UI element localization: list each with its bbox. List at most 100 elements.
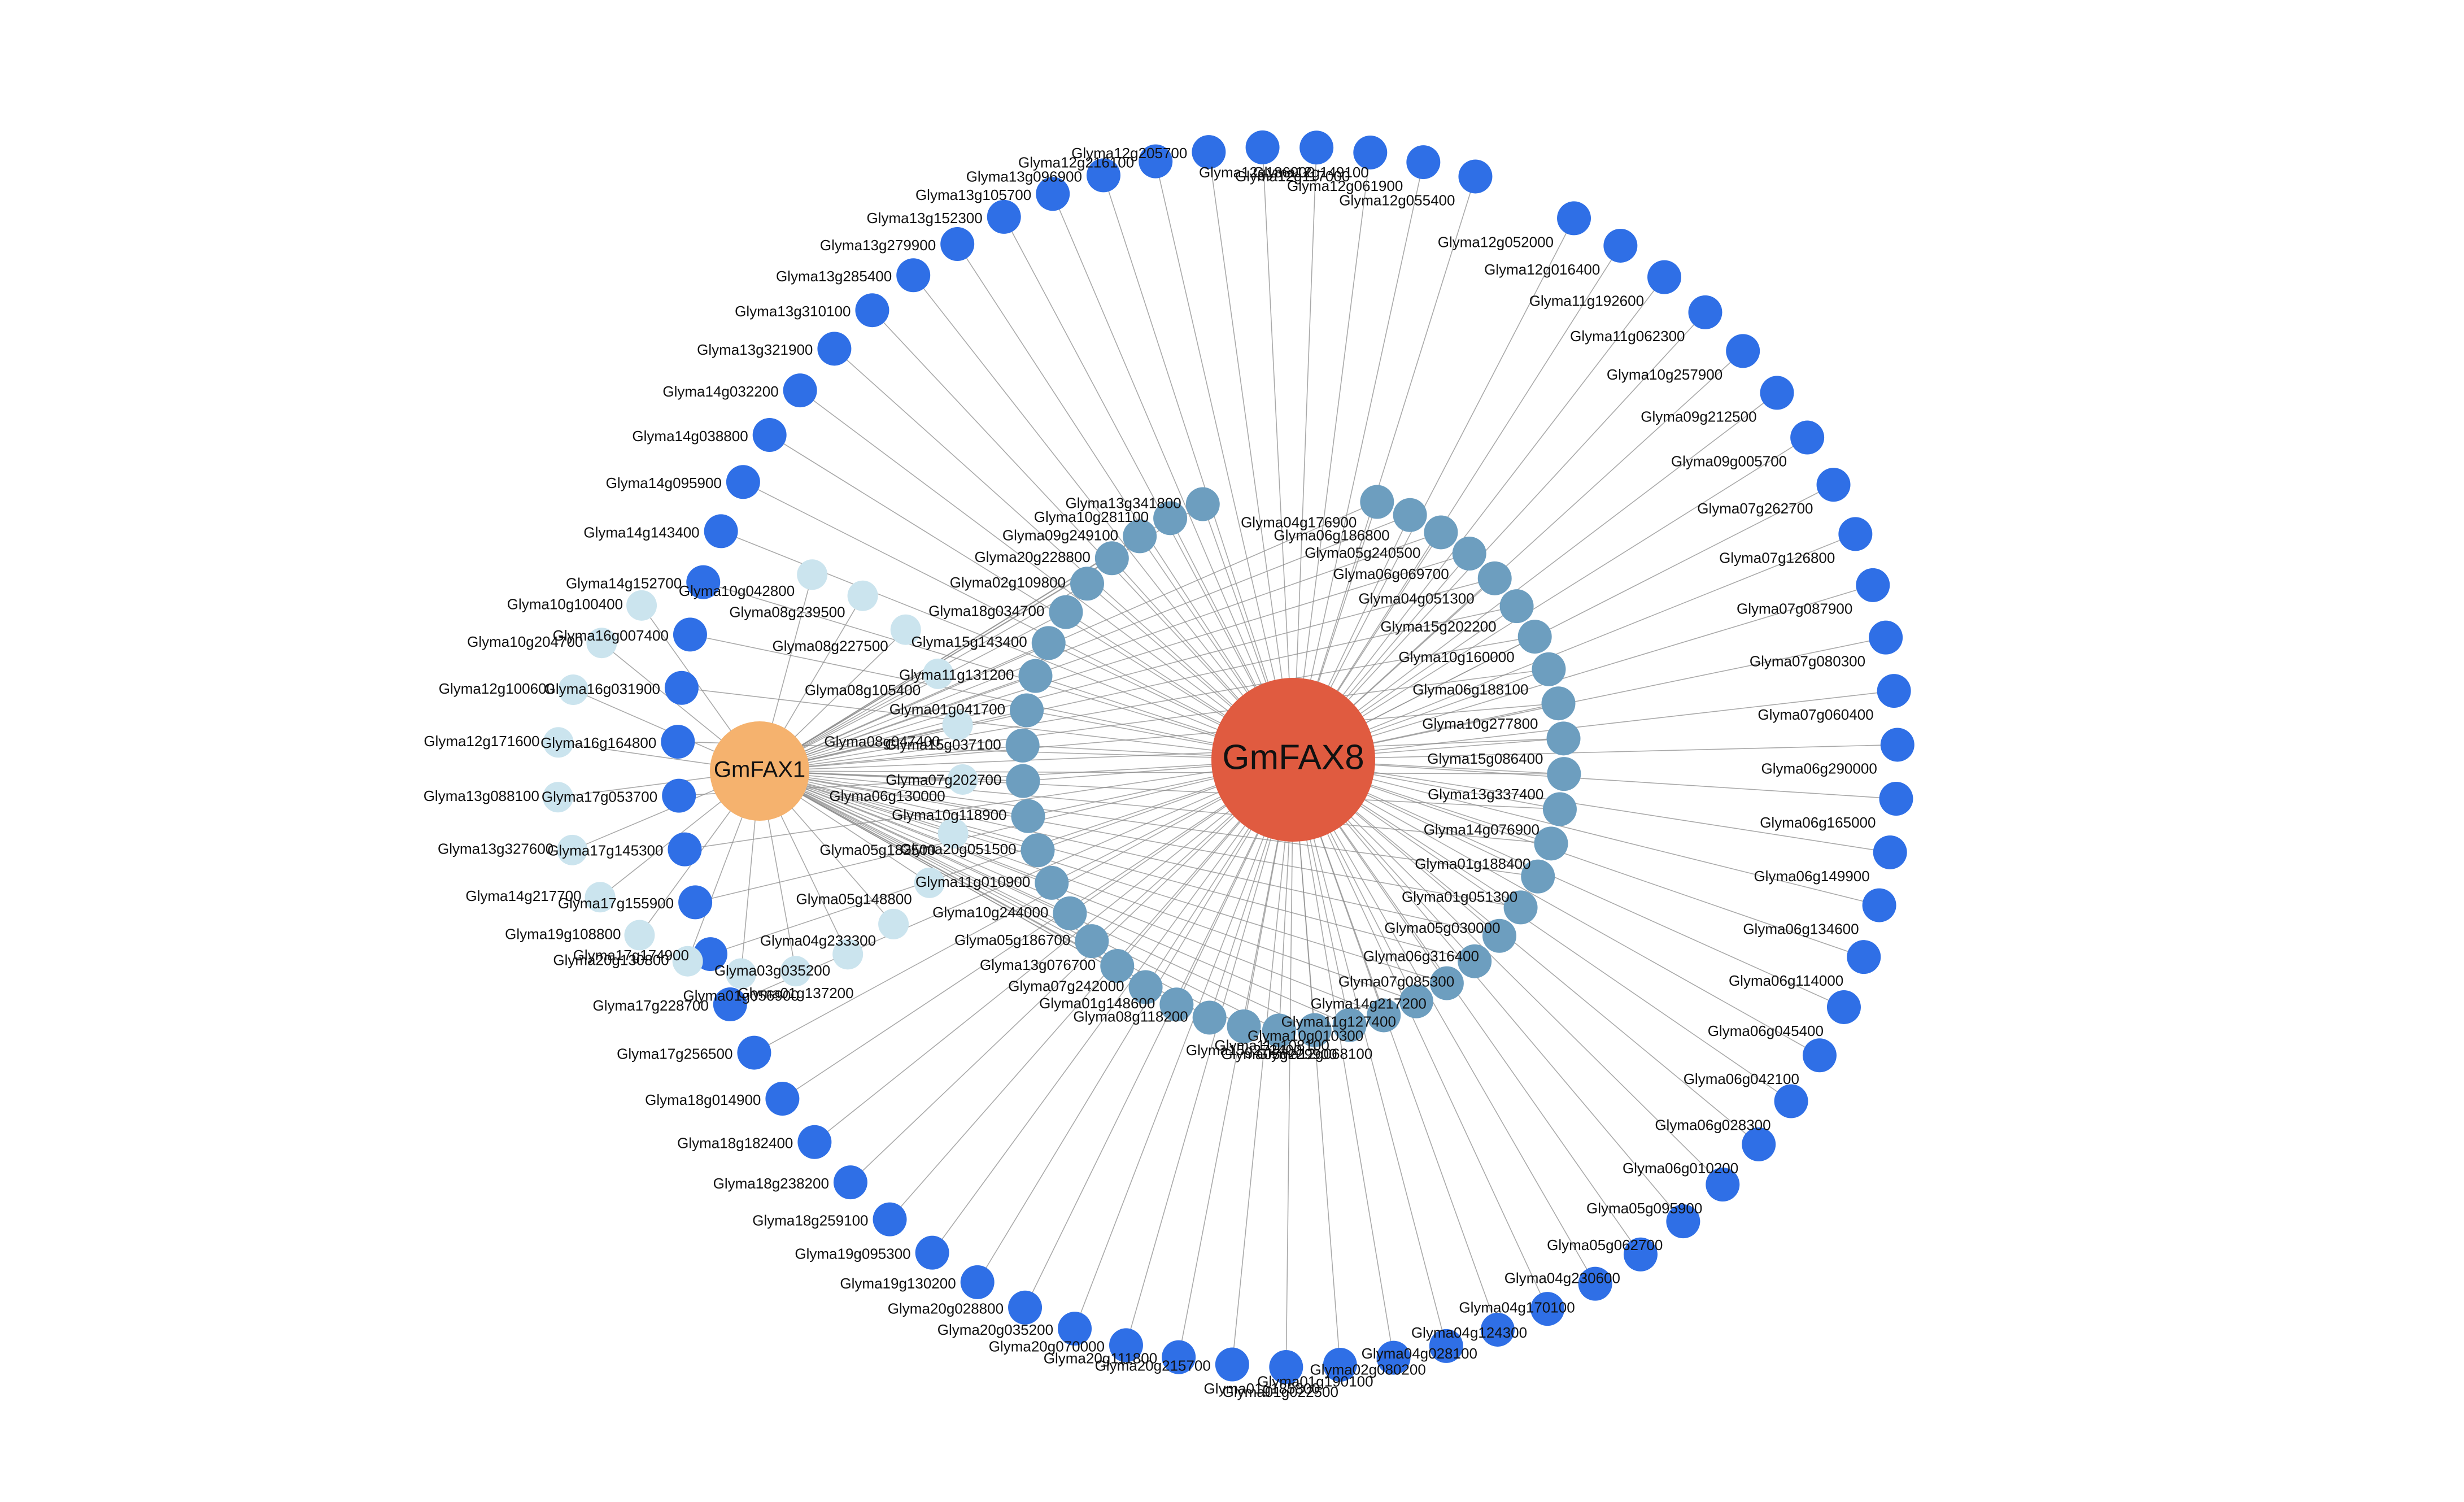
outer-gene-node[interactable]	[833, 1165, 867, 1200]
outer-gene-node[interactable]	[1774, 1084, 1808, 1118]
shared-gene-node[interactable]	[1332, 1008, 1367, 1042]
shared-gene-node[interactable]	[1011, 799, 1045, 833]
outer-gene-node[interactable]	[1557, 201, 1591, 236]
outer-gene-node[interactable]	[737, 1035, 771, 1070]
outer-gene-node[interactable]	[1869, 620, 1903, 655]
shared-gene-node[interactable]	[1521, 859, 1555, 894]
shared-gene-node[interactable]	[1452, 537, 1486, 571]
shared-gene-node[interactable]	[1399, 984, 1433, 1018]
fax1-gene-node[interactable]	[542, 782, 573, 813]
outer-gene-node[interactable]	[1847, 940, 1881, 974]
shared-gene-node[interactable]	[1360, 485, 1394, 519]
outer-gene-node[interactable]	[1353, 135, 1388, 169]
outer-gene-node[interactable]	[1623, 1237, 1658, 1272]
outer-gene-node[interactable]	[704, 514, 738, 548]
shared-gene-node[interactable]	[1262, 1013, 1296, 1048]
outer-gene-node[interactable]	[1058, 1312, 1092, 1346]
outer-gene-node[interactable]	[686, 565, 721, 599]
shared-gene-node[interactable]	[1517, 620, 1552, 654]
shared-gene-node[interactable]	[1123, 519, 1157, 554]
shared-gene-node[interactable]	[1424, 515, 1458, 550]
hub-gmfax1-node[interactable]	[710, 721, 809, 821]
outer-gene-node[interactable]	[987, 199, 1021, 234]
outer-gene-node[interactable]	[678, 885, 713, 920]
shared-gene-node[interactable]	[1532, 652, 1566, 686]
outer-gene-node[interactable]	[1880, 728, 1914, 762]
shared-gene-node[interactable]	[1021, 833, 1055, 868]
outer-gene-node[interactable]	[1162, 1340, 1196, 1374]
outer-gene-node[interactable]	[1802, 1038, 1837, 1073]
fax1-gene-node[interactable]	[947, 764, 978, 795]
outer-gene-node[interactable]	[1008, 1290, 1043, 1325]
fax1-gene-node[interactable]	[878, 908, 909, 939]
outer-gene-node[interactable]	[673, 617, 707, 652]
shared-gene-node[interactable]	[1031, 626, 1066, 660]
outer-gene-node[interactable]	[1742, 1127, 1776, 1161]
outer-gene-node[interactable]	[817, 332, 852, 366]
shared-gene-node[interactable]	[1297, 1013, 1332, 1047]
fax1-gene-node[interactable]	[624, 920, 655, 951]
shared-gene-node[interactable]	[1018, 659, 1053, 693]
fax1-gene-node[interactable]	[832, 939, 864, 970]
shared-gene-node[interactable]	[1094, 541, 1129, 576]
fax1-gene-node[interactable]	[626, 590, 657, 621]
fax1-gene-node[interactable]	[557, 834, 588, 865]
outer-gene-node[interactable]	[1873, 835, 1907, 869]
outer-gene-node[interactable]	[1688, 295, 1722, 329]
outer-gene-node[interactable]	[1856, 568, 1890, 602]
outer-gene-node[interactable]	[1647, 260, 1682, 294]
fax1-gene-node[interactable]	[780, 956, 811, 987]
outer-gene-node[interactable]	[1406, 145, 1441, 180]
outer-gene-node[interactable]	[1530, 1292, 1565, 1326]
outer-gene-node[interactable]	[1480, 1312, 1515, 1347]
fax1-gene-node[interactable]	[942, 709, 973, 741]
outer-gene-node[interactable]	[765, 1082, 800, 1116]
outer-gene-node[interactable]	[1790, 420, 1825, 455]
shared-gene-node[interactable]	[1477, 561, 1512, 595]
fax1-gene-node[interactable]	[543, 727, 574, 758]
outer-gene-node[interactable]	[1109, 1328, 1143, 1362]
shared-gene-node[interactable]	[1192, 1000, 1227, 1035]
shared-gene-node[interactable]	[1010, 693, 1044, 728]
outer-gene-node[interactable]	[1603, 228, 1638, 263]
outer-gene-node[interactable]	[1299, 130, 1334, 165]
outer-gene-node[interactable]	[661, 725, 695, 759]
shared-gene-node[interactable]	[1049, 595, 1083, 629]
outer-gene-node[interactable]	[1816, 468, 1851, 502]
outer-gene-node[interactable]	[1838, 517, 1873, 551]
shared-gene-node[interactable]	[1534, 826, 1568, 861]
outer-gene-node[interactable]	[873, 1202, 907, 1237]
shared-gene-node[interactable]	[1542, 792, 1577, 826]
hub-gmfax8-node[interactable]	[1211, 678, 1375, 842]
outer-gene-node[interactable]	[1706, 1167, 1740, 1201]
outer-gene-node[interactable]	[940, 227, 975, 262]
outer-gene-node[interactable]	[713, 987, 747, 1022]
shared-gene-node[interactable]	[1227, 1009, 1261, 1043]
outer-gene-node[interactable]	[1086, 158, 1120, 193]
fax1-gene-node[interactable]	[914, 867, 945, 898]
outer-gene-node[interactable]	[668, 832, 702, 867]
fax1-gene-node[interactable]	[797, 559, 828, 590]
shared-gene-node[interactable]	[1005, 728, 1040, 763]
fax1-gene-node[interactable]	[923, 658, 954, 689]
outer-gene-node[interactable]	[896, 258, 931, 293]
outer-gene-node[interactable]	[960, 1265, 995, 1299]
shared-gene-node[interactable]	[1429, 966, 1464, 1000]
shared-gene-node[interactable]	[1185, 487, 1220, 521]
fax1-gene-node[interactable]	[726, 958, 757, 989]
outer-gene-node[interactable]	[752, 417, 787, 452]
shared-gene-node[interactable]	[1153, 501, 1188, 536]
outer-gene-node[interactable]	[1269, 1349, 1303, 1384]
outer-gene-node[interactable]	[1245, 130, 1280, 164]
fax1-gene-node[interactable]	[890, 614, 921, 645]
outer-gene-node[interactable]	[1726, 334, 1760, 368]
outer-gene-node[interactable]	[1036, 177, 1070, 211]
outer-gene-node[interactable]	[1879, 781, 1913, 816]
shared-gene-node[interactable]	[1075, 924, 1109, 959]
outer-gene-node[interactable]	[1139, 144, 1173, 179]
outer-gene-node[interactable]	[1192, 135, 1226, 169]
fax1-gene-node[interactable]	[558, 674, 589, 706]
shared-gene-node[interactable]	[1547, 757, 1581, 791]
shared-gene-node[interactable]	[1503, 890, 1538, 925]
outer-gene-node[interactable]	[855, 293, 889, 328]
